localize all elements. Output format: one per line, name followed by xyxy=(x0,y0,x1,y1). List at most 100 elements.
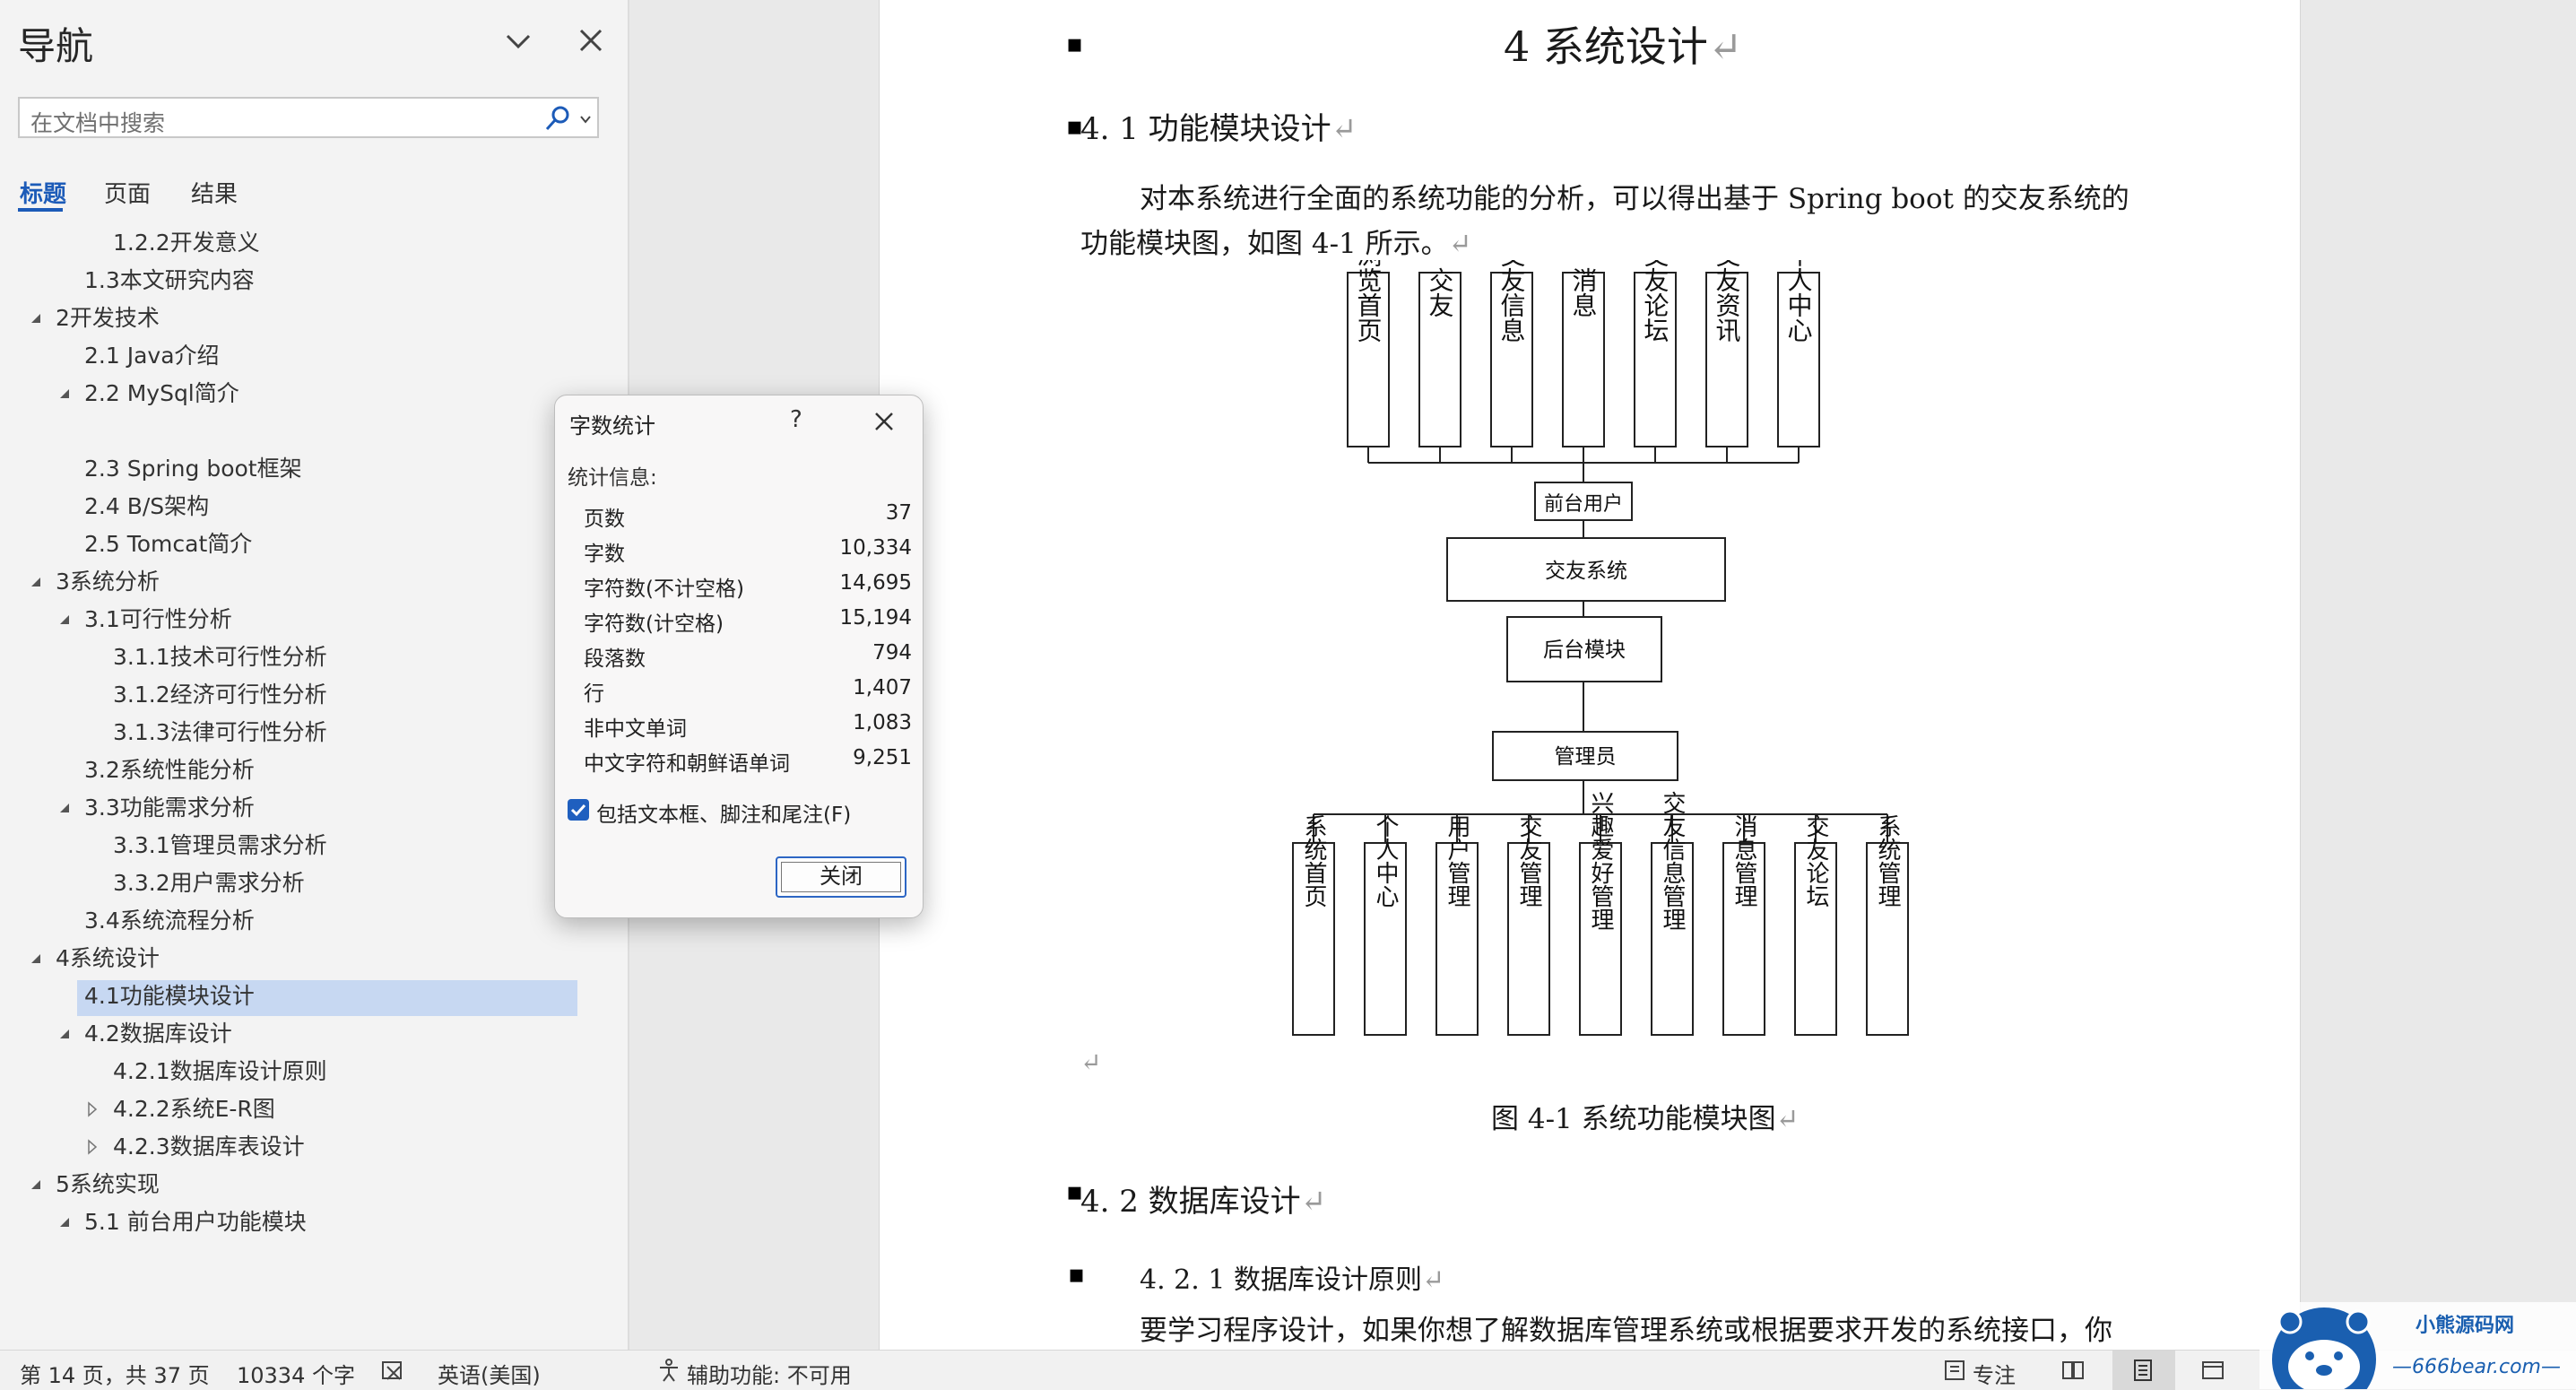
expanded-triangle-icon[interactable] xyxy=(56,384,75,404)
tab-headings[interactable]: 标题 xyxy=(20,181,67,208)
word-count-indicator[interactable]: 10334 个字 xyxy=(237,1363,355,1388)
nav-heading-item[interactable]: 3.4系统流程分析 xyxy=(0,904,592,938)
nav-heading-item[interactable]: 2.3 Spring boot框架 xyxy=(0,452,592,486)
chevron-down-icon[interactable] xyxy=(502,25,534,57)
expanded-triangle-icon[interactable] xyxy=(27,949,47,969)
accessibility-status[interactable]: 辅助功能: 不可用 xyxy=(687,1363,852,1388)
search-icon[interactable] xyxy=(543,104,572,133)
nav-heading-item[interactable]: 4.2.1数据库设计原则 xyxy=(0,1055,592,1089)
nav-heading-item[interactable]: 2.1 Java介绍 xyxy=(0,339,592,373)
bottom-module-box xyxy=(1507,842,1550,1036)
tab-results[interactable]: 结果 xyxy=(191,181,239,208)
paragraph-mark: ▪ xyxy=(1066,1177,1083,1206)
nav-heading-item[interactable]: 3系统分析 xyxy=(0,565,592,599)
bear-logo-watermark xyxy=(2259,1302,2576,1389)
bottom-module-box xyxy=(1292,842,1335,1036)
statistic-label: 字数 xyxy=(584,543,625,566)
return-mark: ↵ xyxy=(1080,1047,1102,1077)
bottom-module-label: 兴趣爱好管理 xyxy=(1587,791,1614,931)
expanded-triangle-icon[interactable] xyxy=(27,308,47,328)
nav-heading-item[interactable]: 2开发技术 xyxy=(0,301,592,335)
chevron-down-icon[interactable] xyxy=(579,113,592,126)
nav-heading-label: 3系统分析 xyxy=(56,569,160,595)
expanded-triangle-icon[interactable] xyxy=(56,610,75,630)
document-page[interactable]: ▪ 4 系统设计↵ ▪ 4. 1 功能模块设计↵ 对本系统进行全面的系统功能的分… xyxy=(879,0,2301,1350)
nav-heading-item[interactable]: 4.2.2系统E-R图 xyxy=(0,1092,592,1126)
nav-heading-item[interactable]: 1.2.2开发意义 xyxy=(0,226,592,260)
top-module-box xyxy=(1634,272,1677,447)
nav-heading-item[interactable]: 4系统设计 xyxy=(0,942,592,976)
nav-heading-item[interactable]: 2.2 MySql简介 xyxy=(0,377,592,411)
nav-heading-item[interactable]: 3.1.2经济可行性分析 xyxy=(0,678,592,712)
accessibility-icon[interactable] xyxy=(656,1358,681,1383)
web-layout-icon[interactable] xyxy=(2200,1358,2225,1383)
admin-box xyxy=(1492,731,1678,781)
nav-heading-item[interactable]: 2.4 B/S架构 xyxy=(0,490,592,524)
close-icon[interactable] xyxy=(871,408,898,435)
nav-heading-label: 3.4系统流程分析 xyxy=(84,908,255,934)
nav-heading-item[interactable]: 5系统实现 xyxy=(0,1168,592,1202)
focus-mode-icon[interactable] xyxy=(1942,1358,1967,1383)
checkmark-icon xyxy=(570,804,586,817)
statistic-label: 行 xyxy=(584,682,604,706)
print-layout-icon[interactable] xyxy=(2130,1358,2155,1383)
statistic-label: 中文字符和朝鲜语单词 xyxy=(584,752,790,776)
bottom-module-label: 消息管理 xyxy=(1730,814,1757,908)
expanded-triangle-icon[interactable] xyxy=(56,798,75,818)
expanded-triangle-icon[interactable] xyxy=(27,572,47,592)
bottom-module-label: 个人中心 xyxy=(1372,814,1399,908)
nav-heading-item[interactable]: 3.1.3法律可行性分析 xyxy=(0,716,592,750)
collapsed-triangle-icon[interactable] xyxy=(82,1099,102,1119)
nav-heading-label: 4.2.1数据库设计原则 xyxy=(113,1058,327,1084)
nav-heading-item[interactable]: 3.3功能需求分析 xyxy=(0,791,592,825)
statistic-row: 字符数(计空格)15,194 xyxy=(584,606,912,637)
paragraph-line: 对本系统进行全面的系统功能的分析，可以得出基于 Spring boot 的交友系… xyxy=(1140,183,2129,215)
help-button[interactable]: ? xyxy=(790,406,802,433)
paragraph-mark: ▪ xyxy=(1066,29,1083,58)
bottom-module-label: 系统管理 xyxy=(1874,814,1901,908)
nav-heading-item[interactable]: 5.1 前台用户功能模块 xyxy=(0,1205,592,1239)
tab-pages[interactable]: 页面 xyxy=(104,181,152,208)
include-footnotes-checkbox[interactable] xyxy=(568,799,589,821)
top-module-box xyxy=(1418,272,1461,447)
expanded-triangle-icon[interactable] xyxy=(56,1024,75,1044)
nav-heading-item[interactable]: 3.3.2用户需求分析 xyxy=(0,866,592,900)
top-module-label: 浏览首页 xyxy=(1354,260,1383,343)
nav-heading-item[interactable]: 1.3本文研究内容 xyxy=(0,264,592,298)
nav-heading-item[interactable]: 4.2数据库设计 xyxy=(0,1017,592,1051)
bottom-module-label: 交友管理 xyxy=(1515,814,1542,908)
paragraph-mark: ▪ xyxy=(1066,111,1083,141)
nav-heading-item[interactable]: 4.2.3数据库表设计 xyxy=(0,1130,592,1164)
focus-mode-button[interactable]: 专注 xyxy=(1973,1363,2016,1388)
search-input[interactable]: 在文档中搜索 xyxy=(18,97,599,138)
read-mode-icon[interactable] xyxy=(2060,1358,2086,1383)
nav-heading-item[interactable]: 3.2系统性能分析 xyxy=(0,753,592,787)
system-box xyxy=(1446,537,1726,602)
nav-heading-label: 3.3.1管理员需求分析 xyxy=(113,832,327,858)
statistic-value: 10,334 xyxy=(839,536,912,560)
paragraph-mark: ▪ xyxy=(1068,1259,1085,1289)
page-indicator[interactable]: 第 14 页，共 37 页 xyxy=(20,1363,210,1388)
backend-label: 后台模块 xyxy=(1543,639,1626,662)
nav-heading-item[interactable] xyxy=(0,414,592,448)
close-button[interactable]: 关闭 xyxy=(776,856,906,898)
nav-heading-item[interactable]: 2.5 Tomcat简介 xyxy=(0,527,592,561)
nav-heading-item[interactable]: 3.3.1管理员需求分析 xyxy=(0,829,592,863)
statistic-value: 9,251 xyxy=(853,746,912,769)
collapsed-triangle-icon[interactable] xyxy=(82,1137,102,1157)
statistic-label: 字符数(计空格) xyxy=(584,612,724,636)
nav-heading-item[interactable]: 3.1.1技术可行性分析 xyxy=(0,640,592,674)
paragraph-line: 功能模块图，如图 4-1 所示。↵ xyxy=(1080,228,1472,260)
language-indicator[interactable]: 英语(美国) xyxy=(438,1363,541,1388)
nav-heading-item[interactable]: 4.1功能模块设计 xyxy=(0,979,592,1013)
nav-heading-item[interactable]: 3.1可行性分析 xyxy=(0,603,592,637)
nav-heading-label: 3.1.3法律可行性分析 xyxy=(113,719,327,745)
bottom-module-label: 系统首页 xyxy=(1300,814,1327,908)
proofing-icon[interactable] xyxy=(380,1358,405,1383)
expanded-triangle-icon[interactable] xyxy=(27,1175,47,1195)
nav-heading-label: 2.1 Java介绍 xyxy=(84,343,220,369)
close-icon[interactable] xyxy=(574,23,608,57)
status-bar: 第 14 页，共 37 页 10334 个字 英语(美国) 辅助功能: 不可用 … xyxy=(0,1350,2576,1390)
expanded-triangle-icon[interactable] xyxy=(56,1212,75,1232)
